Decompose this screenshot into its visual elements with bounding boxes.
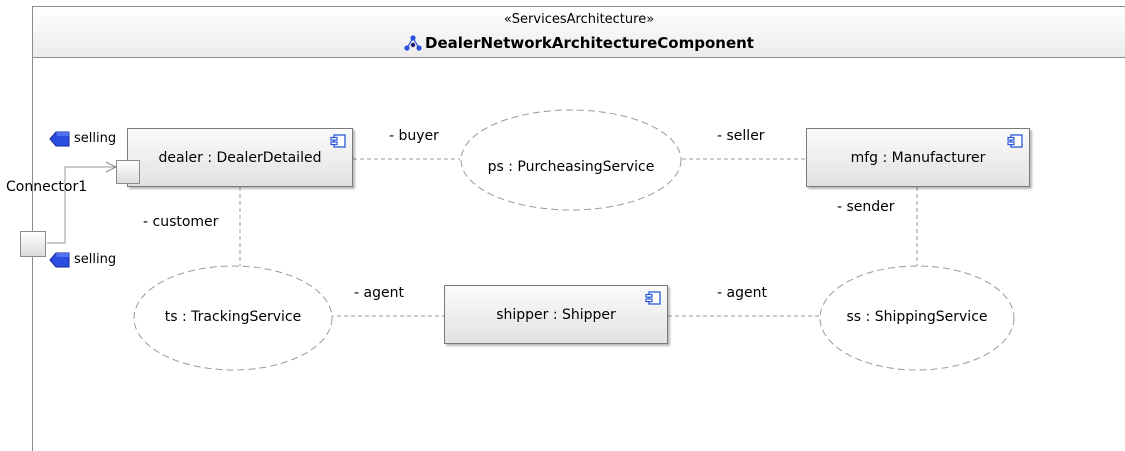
diagram-title-text: DealerNetworkArchitectureComponent [425,34,754,52]
component-icon [1007,134,1023,148]
diagram-title: DealerNetworkArchitectureComponent [33,34,1125,52]
services-architecture-icon [404,35,422,51]
shipper-part-label: shipper : Shipper [496,306,616,323]
agent-right-role-label: - agent [717,285,767,301]
customer-role-label: - customer [143,214,219,230]
connector1-line[interactable] [47,166,116,244]
shipper-part[interactable]: shipper : Shipper [444,285,668,344]
ts-service-label: ts : TrackingService [164,309,302,325]
selling-port-label-top: selling [74,131,117,146]
buyer-role-label: - buyer [389,128,439,144]
seller-role-label: - seller [717,128,765,144]
diagram-header: «ServicesArchitecture» DealerNetworkArch… [32,6,1125,58]
component-icon [330,134,346,148]
dealer-part[interactable]: dealer : DealerDetailed [127,128,353,187]
component-icon [645,291,661,305]
ss-service-ellipse[interactable] [819,265,1015,371]
agent-left-role-label: - agent [354,285,404,301]
dealer-inner-port[interactable] [116,160,140,184]
ps-service-label: ps : PurcheasingService [487,159,655,175]
stereotype-label: «ServicesArchitecture» [503,12,655,27]
selling-port-flag-top[interactable] [49,131,70,147]
sender-role-label: - sender [837,199,895,215]
ts-service-ellipse[interactable] [133,265,333,371]
ps-service-ellipse[interactable] [460,109,682,211]
outer-port[interactable] [20,231,46,257]
dealer-part-label: dealer : DealerDetailed [158,149,322,166]
mfg-part-label: mfg : Manufacturer [850,149,986,166]
connector1-label: Connector1 [6,179,88,195]
selling-port-flag-bottom[interactable] [49,252,70,268]
selling-port-label-bottom: selling [74,252,117,267]
diagram-frame [32,6,1125,451]
ss-service-label: ss : ShippingService [846,309,988,325]
mfg-part[interactable]: mfg : Manufacturer [806,128,1030,187]
